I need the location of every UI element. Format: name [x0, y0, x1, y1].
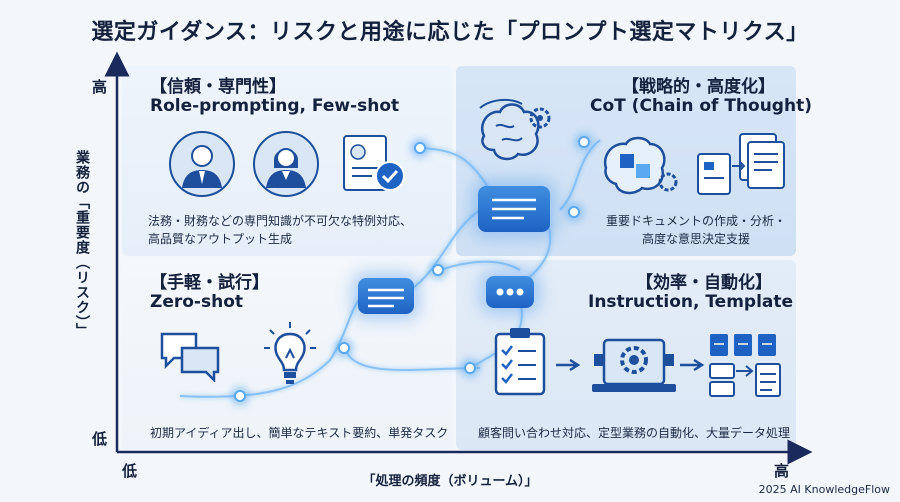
chat-bubble-icon — [478, 186, 550, 232]
arrow-right-icon — [680, 358, 706, 372]
businesswoman-icon — [252, 130, 320, 198]
x-axis-low-label: 低 — [122, 462, 138, 480]
quadrant-tl-desc-line1: 法務・財務などの専門知識が不可欠な特例対応、 — [148, 214, 413, 228]
flow-node — [338, 342, 350, 354]
chat-bubbles-icon — [158, 330, 222, 382]
quadrant-tl-description: 法務・財務などの専門知識が不可欠な特例対応、 高品質なアウトプット生成 — [148, 212, 412, 248]
x-axis-high-label: 高 — [774, 462, 790, 480]
quadrant-tl-title: 【信頼・専門性】 — [150, 77, 286, 97]
x-axis-title: 「処理の頻度（ボリューム）」 — [362, 474, 538, 489]
quadrant-tr-technique: CoT (Chain of Thought) — [590, 96, 812, 116]
businessman-icon — [168, 130, 236, 198]
arrow-right-icon — [556, 358, 582, 372]
lightbulb-icon — [262, 320, 318, 392]
quadrant-tr-description: 重要ドキュメントの作成・分析・ 高度な意思決定支援 — [606, 212, 786, 248]
checklist-icon — [490, 326, 550, 398]
quadrant-br-description: 顧客問い合わせ対応、定型業務の自動化、大量データ処理 — [478, 426, 791, 440]
page-title: 選定ガイダンス：リスクと用途に応じた「プロンプト選定マトリクス」 — [91, 20, 809, 45]
brain-gear-icon — [472, 96, 556, 172]
quadrant-tl-technique: Role-prompting, Few-shot — [150, 96, 400, 116]
document-sort-icon — [708, 332, 784, 400]
y-axis-title: 業務の「重要度（リスク）」 — [74, 150, 90, 338]
puzzle-brain-icon — [598, 132, 680, 202]
y-axis-high-label: 高 — [92, 78, 108, 96]
flow-node — [432, 264, 444, 276]
quadrant-bl-description: 初期アイディア出し、簡単なテキスト要約、単発タスク — [150, 426, 449, 440]
certified-document-icon — [338, 132, 410, 198]
quadrant-tl-desc-line2: 高品質なアウトプット生成 — [148, 232, 293, 246]
flow-node — [578, 136, 590, 148]
y-axis-low-label: 低 — [92, 430, 108, 448]
quadrant-tr-title: 【戦略的・高度化】 — [622, 77, 775, 97]
flow-node — [568, 206, 580, 218]
machine-gear-icon — [590, 334, 678, 398]
quadrant-br-technique: Instruction, Template — [588, 292, 794, 312]
quadrant-br-title: 【効率・自動化】 — [636, 273, 772, 293]
flow-node — [414, 142, 426, 154]
chat-bubble-icon — [358, 278, 414, 314]
flow-node — [234, 390, 246, 402]
quadrant-bl-technique: Zero-shot — [150, 292, 244, 312]
document-flow-icon — [694, 130, 790, 202]
chat-typing-icon — [486, 276, 534, 308]
quadrant-bl-title: 【手軽・試行】 — [150, 273, 269, 293]
quadrant-tr-desc-line1: 重要ドキュメントの作成・分析・ — [606, 214, 787, 228]
credit-text: 2025 AI KnowledgeFlow — [758, 483, 890, 496]
quadrant-tr-desc-line2: 高度な意思決定支援 — [642, 232, 751, 246]
flow-node — [464, 362, 476, 374]
